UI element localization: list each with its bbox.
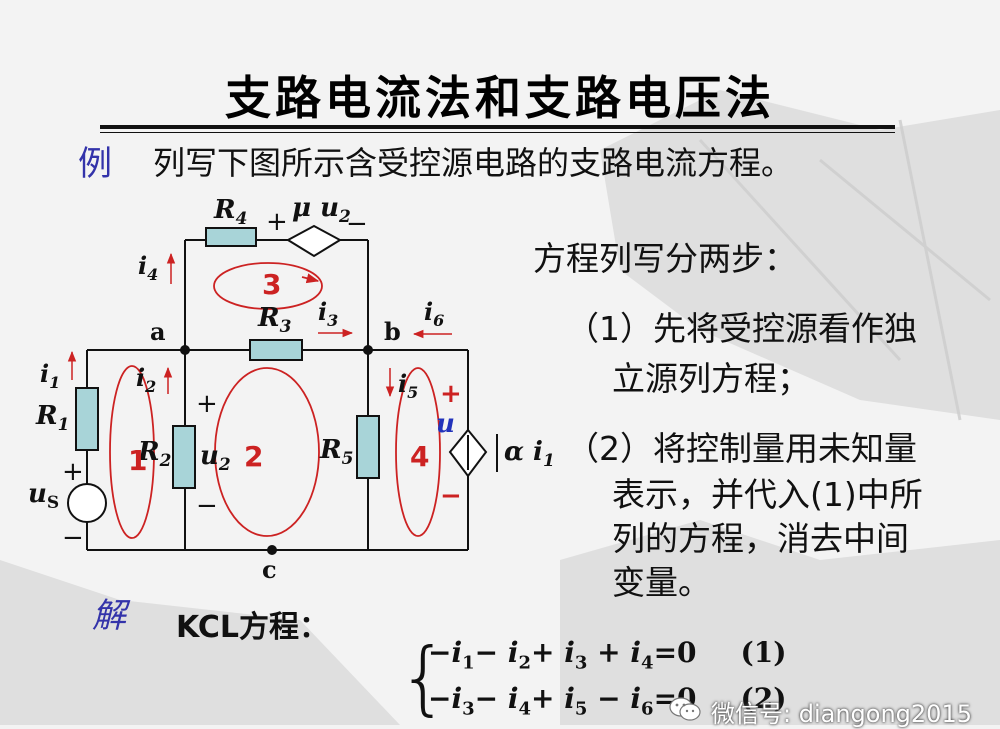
equation-brace: { [398, 631, 449, 724]
wechat-icon [669, 697, 701, 721]
voltage-source-us [67, 483, 107, 523]
resistor-r1 [75, 387, 99, 451]
polarity-plus-u2: + [196, 389, 218, 419]
step1-line2: 立源列方程； [612, 359, 810, 398]
label-us: uS [28, 479, 59, 513]
label-r4: R4 [213, 195, 247, 229]
title-underline-thin [100, 132, 895, 133]
step2-line1: （2）将控制量用未知量 [566, 429, 917, 468]
resistor-r5 [356, 415, 380, 479]
resistor-r3 [249, 339, 303, 361]
kcl-label: KCL方程： [176, 610, 330, 645]
polarity-plus-u: + [440, 379, 462, 409]
step2-line3: 列的方程，消去中间 [612, 519, 909, 558]
equation-number-1: (1) [740, 636, 787, 669]
node-c-dot [267, 545, 277, 555]
polarity-minus-u2: − [196, 491, 218, 521]
polarity-minus-u: − [440, 481, 462, 511]
equation-number-2: (2) [740, 682, 787, 715]
label-mu-u2: μ u2 [292, 193, 351, 227]
solution-label: 解 [92, 596, 126, 636]
node-a-dot [180, 345, 190, 355]
label-alpha-i1: α i1 [504, 437, 555, 471]
loop-2 [214, 367, 320, 537]
polarity-minus-us: − [62, 523, 84, 553]
watermark-text: 微信号: diangong2015 [711, 700, 972, 728]
loop-3 [213, 262, 323, 310]
label-node-a: a [150, 317, 166, 346]
polarity-minus-mu: − [346, 209, 368, 239]
polarity-plus-mu: + [266, 207, 288, 237]
label-i3: i3 [318, 297, 338, 330]
label-r3: R3 [257, 303, 292, 337]
step2-line4: 变量。 [612, 563, 711, 602]
node-b-dot [363, 345, 373, 355]
circuit-diagram: R4 R3 R1 R2 R5 μ u2 α i1 uS u2 i4 i3 i6 … [28, 193, 555, 584]
steps-intro: 方程列写分两步： [533, 239, 797, 278]
label-i5: i5 [398, 369, 418, 402]
kcl-equation-1: −i1− i2+ i3 + i4=0(1) [428, 636, 787, 674]
loop-number-4: 4 [410, 440, 429, 473]
loop-1 [109, 365, 155, 539]
label-i4: i4 [138, 251, 158, 284]
loop-number-2: 2 [244, 440, 263, 473]
resistor-r2 [172, 425, 196, 489]
label-i6: i6 [424, 297, 444, 330]
label-r2: R2 [137, 437, 172, 471]
resistor-r4 [205, 227, 257, 247]
label-i2: i2 [136, 363, 156, 396]
example-label: 例 [78, 144, 112, 184]
step2-line2: 表示，并代入(1)中所 [612, 475, 923, 514]
kcl-equation-2: −i3− i4+ i5 − i6=0(2) [428, 682, 787, 720]
label-u2: u2 [200, 441, 231, 475]
polarity-plus-us: + [62, 457, 84, 487]
step1-line1: （1）先将受控源看作独 [566, 309, 917, 348]
example-text: 列写下图所示含受控源电路的支路电流方程。 [153, 144, 794, 182]
title-underline-thick [100, 125, 895, 129]
dependent-voltage-source [285, 224, 343, 258]
label-r1: R1 [35, 401, 69, 435]
label-node-b: b [384, 317, 401, 346]
label-r5: R5 [319, 435, 353, 469]
loop-number-3: 3 [262, 268, 281, 301]
label-u: u [436, 409, 455, 439]
label-node-c: c [262, 555, 277, 584]
slide-title: 支路电流法和支路电压法 [225, 71, 775, 125]
loop-number-1: 1 [128, 444, 147, 477]
loop-4 [395, 367, 441, 537]
label-i1: i1 [40, 359, 60, 392]
